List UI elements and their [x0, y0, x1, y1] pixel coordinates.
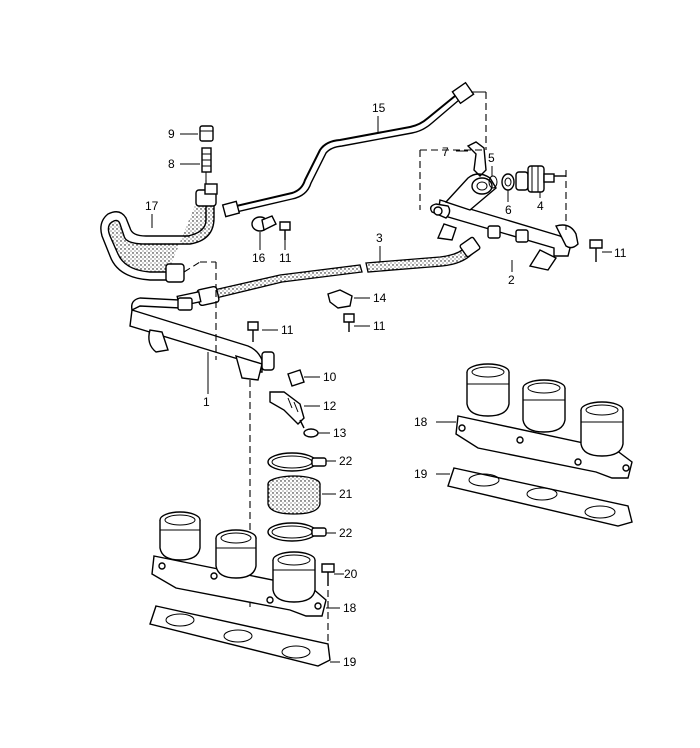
callout-11-left: 11	[281, 323, 294, 337]
callout-13: 13	[333, 426, 347, 440]
intake-manifold-part-18-right	[436, 363, 633, 479]
hose-part-17	[100, 183, 218, 290]
injector-part-12	[269, 391, 320, 429]
clamp-part-22-top	[267, 452, 336, 472]
hose-part-3	[176, 236, 481, 308]
fuel-rail-part-1	[129, 297, 275, 394]
bolt-part-11-left	[247, 321, 278, 342]
clip-part-7	[456, 141, 487, 177]
pressure-regulator-part-4	[515, 165, 566, 193]
bolt-part-11-top	[279, 221, 291, 250]
sleeve-part-21	[267, 475, 336, 515]
ring-part-6	[501, 173, 515, 191]
callout-18-left: 18	[343, 601, 357, 615]
bolt-part-11-right	[589, 239, 612, 262]
callout-18-right: 18	[414, 415, 428, 429]
gasket-part-19-right	[436, 467, 633, 527]
callout-11-right: 11	[614, 246, 627, 260]
callout-22-bottom: 22	[339, 526, 353, 540]
callout-12: 12	[323, 399, 337, 413]
callout-17: 17	[145, 199, 159, 213]
callout-11-mid: 11	[373, 319, 386, 333]
oring-part-13	[303, 428, 330, 438]
valve-part-8	[201, 147, 212, 180]
callout-10: 10	[323, 370, 337, 384]
callout-3: 3	[376, 231, 383, 245]
callout-4: 4	[537, 199, 544, 213]
fuel-rail-part-2	[429, 173, 579, 272]
callout-22-top: 22	[339, 454, 353, 468]
clamp-part-22-bottom	[267, 522, 336, 542]
callout-1: 1	[203, 395, 210, 409]
gasket-part-19-left	[149, 605, 340, 667]
callout-9: 9	[168, 127, 175, 141]
callout-21: 21	[339, 487, 353, 501]
fuel-line-part-15	[221, 81, 487, 218]
callout-2: 2	[508, 273, 515, 287]
callout-19-right: 19	[414, 467, 428, 481]
callout-8: 8	[168, 157, 175, 171]
callout-11-top: 11	[279, 251, 292, 265]
callout-15: 15	[372, 101, 386, 115]
callout-7: 7	[442, 145, 449, 159]
clamp-part-16	[251, 215, 277, 250]
callout-16: 16	[252, 251, 266, 265]
bolt-part-20	[321, 563, 344, 586]
oring-part-5	[488, 175, 498, 189]
cap-part-9	[199, 125, 214, 142]
callout-5: 5	[488, 151, 495, 165]
callout-14: 14	[373, 291, 387, 305]
bolt-part-11-mid	[343, 313, 370, 332]
intake-manifold-part-18-left	[151, 511, 340, 617]
callout-20: 20	[344, 567, 358, 581]
callout-6: 6	[505, 203, 512, 217]
clip-part-10	[287, 369, 320, 387]
clip-part-14	[327, 289, 370, 309]
callout-19-left: 19	[343, 655, 357, 669]
